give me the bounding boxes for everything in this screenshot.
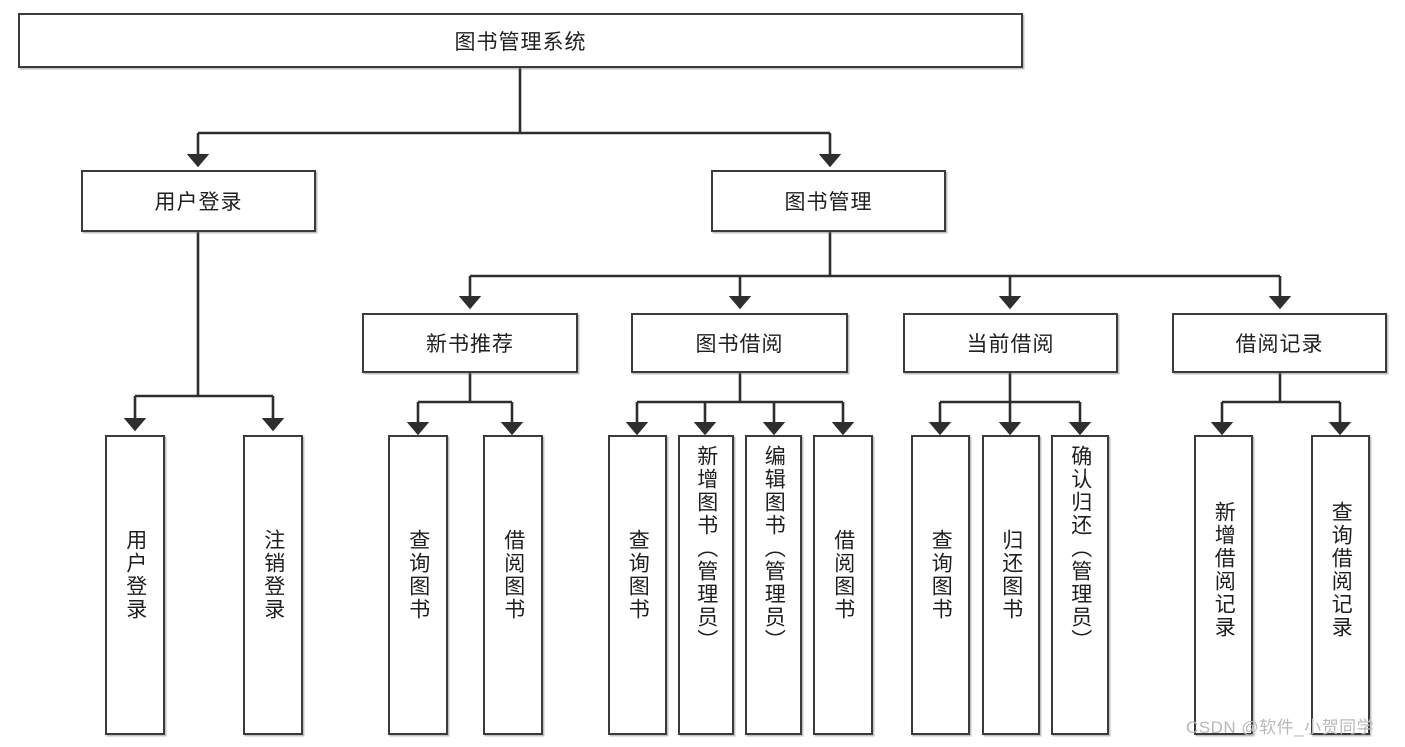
leaf-user-login-login[interactable]: 用户登录 xyxy=(105,435,165,735)
leaf-label: 编辑图书（管理员） xyxy=(762,445,786,652)
node-label: 新书推荐 xyxy=(426,333,514,356)
node-label: 图书管理系统 xyxy=(454,30,587,54)
leaf-book-borrow-edit[interactable]: 编辑图书（管理员） xyxy=(745,435,802,735)
leaf-label: 查询借阅记录 xyxy=(1329,501,1353,639)
leaf-new-book-borrow[interactable]: 借阅图书 xyxy=(483,435,543,735)
leaf-borrow-record-query[interactable]: 查询借阅记录 xyxy=(1311,435,1370,735)
node-book-borrow[interactable]: 图书借阅 xyxy=(631,313,848,373)
leaf-label: 查询图书 xyxy=(406,529,430,621)
leaf-label: 注销登录 xyxy=(261,529,285,621)
leaf-label: 归还图书 xyxy=(999,529,1023,621)
leaf-label: 新增图书（管理员） xyxy=(694,445,718,652)
leaf-current-borrow-return[interactable]: 归还图书 xyxy=(982,435,1040,735)
leaf-label: 借阅图书 xyxy=(501,529,525,621)
node-root-book-management-system[interactable]: 图书管理系统 xyxy=(18,13,1023,68)
node-label: 图书管理 xyxy=(784,191,873,214)
leaf-label: 借阅图书 xyxy=(831,529,855,621)
leaf-label: 用户登录 xyxy=(123,529,147,621)
leaf-book-borrow-add[interactable]: 新增图书（管理员） xyxy=(678,435,734,735)
node-label: 借阅记录 xyxy=(1235,333,1324,356)
leaf-new-book-query[interactable]: 查询图书 xyxy=(388,435,448,735)
leaf-label: 查询图书 xyxy=(626,529,650,621)
node-label: 用户登录 xyxy=(154,191,243,214)
leaf-current-borrow-confirm-return[interactable]: 确认归还（管理员） xyxy=(1051,435,1109,735)
node-user-login[interactable]: 用户登录 xyxy=(81,170,316,232)
leaf-label: 新增借阅记录 xyxy=(1212,501,1236,639)
node-label: 图书借阅 xyxy=(695,333,784,356)
leaf-book-borrow-borrow[interactable]: 借阅图书 xyxy=(813,435,873,735)
leaf-borrow-record-add[interactable]: 新增借阅记录 xyxy=(1194,435,1253,735)
leaf-user-login-logout[interactable]: 注销登录 xyxy=(243,435,303,735)
node-borrow-record[interactable]: 借阅记录 xyxy=(1172,313,1387,373)
leaf-label: 查询图书 xyxy=(929,529,953,621)
leaf-label: 确认归还（管理员） xyxy=(1068,445,1092,652)
leaf-book-borrow-query[interactable]: 查询图书 xyxy=(608,435,667,735)
node-label: 当前借阅 xyxy=(966,333,1055,356)
node-book-management[interactable]: 图书管理 xyxy=(711,170,946,232)
leaf-current-borrow-query[interactable]: 查询图书 xyxy=(911,435,970,735)
node-current-borrow[interactable]: 当前借阅 xyxy=(903,313,1118,373)
csdn-watermark: CSDN @软件_小贺同学 xyxy=(1186,718,1375,737)
node-new-book-recommend[interactable]: 新书推荐 xyxy=(362,313,578,373)
